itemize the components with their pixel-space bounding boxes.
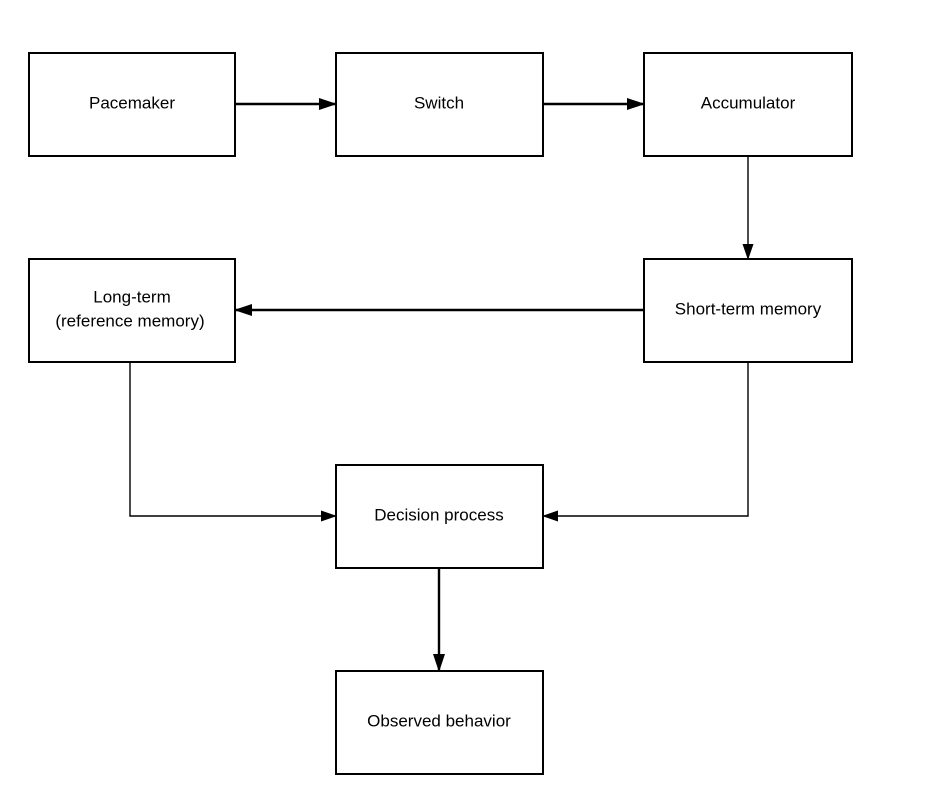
node-long-term: Long-term (reference memory) — [28, 258, 236, 363]
node-observed: Observed behavior — [335, 670, 544, 775]
node-accumulator: Accumulator — [643, 52, 853, 157]
node-observed-label: Observed behavior — [367, 711, 511, 730]
edge-short-term-to-decision — [542, 362, 749, 522]
node-switch: Switch — [335, 52, 544, 157]
edge-long-term-to-decision — [129, 362, 337, 522]
node-long-term-label-line2: (reference memory) — [55, 311, 204, 330]
node-short-term-label: Short-term memory — [675, 299, 822, 318]
node-decision-label: Decision process — [374, 505, 503, 524]
node-long-term-label-line1: Long-term — [93, 287, 170, 306]
node-accumulator-label: Accumulator — [701, 93, 796, 112]
node-pacemaker: Pacemaker — [28, 52, 236, 157]
edges — [129, 98, 754, 672]
node-short-term: Short-term memory — [643, 258, 853, 363]
node-switch-label: Switch — [414, 93, 464, 112]
node-decision: Decision process — [335, 464, 544, 569]
node-pacemaker-label: Pacemaker — [89, 93, 175, 112]
